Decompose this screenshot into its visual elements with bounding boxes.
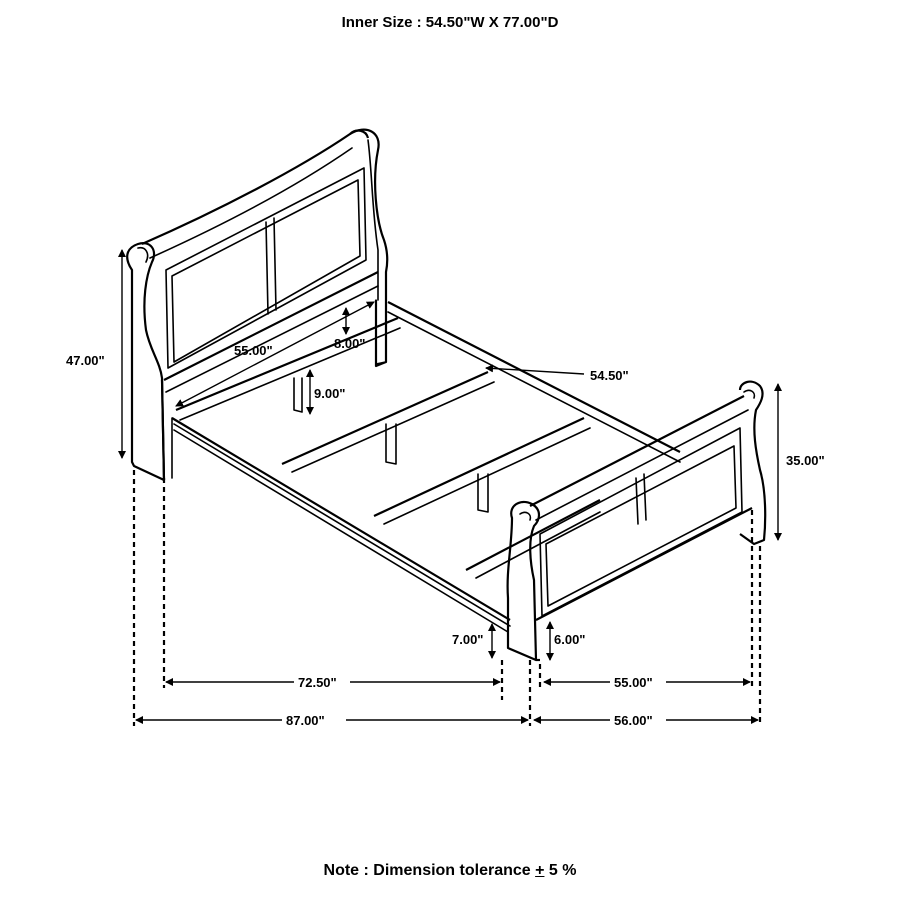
dim-slat-gap: 8.00" xyxy=(334,336,365,351)
note-plus-minus: + xyxy=(535,862,545,879)
note-prefix: Note : Dimension tolerance xyxy=(323,862,536,879)
dim-leg-height: 9.00" xyxy=(314,386,345,401)
bed-frame xyxy=(171,299,681,633)
dim-overall-length: 87.00" xyxy=(286,713,325,728)
footboard xyxy=(506,380,767,662)
dim-footboard-height: 35.00" xyxy=(786,453,825,468)
dim-rail-width: 54.50" xyxy=(590,368,629,383)
dim-rail-length: 72.50" xyxy=(298,675,337,690)
dim-overall-width: 56.00" xyxy=(614,713,653,728)
dim-headboard-inner-width: 55.00" xyxy=(234,343,273,358)
headboard xyxy=(126,128,389,482)
dim-footboard-clearance-left: 7.00" xyxy=(452,632,483,647)
tolerance-note: Note : Dimension tolerance + 5 % xyxy=(0,862,900,880)
dim-footboard-clearance-right: 6.00" xyxy=(554,632,585,647)
dim-footboard-inner-width: 55.00" xyxy=(614,675,653,690)
note-suffix: 5 % xyxy=(544,862,577,879)
dim-headboard-height: 47.00" xyxy=(66,353,105,368)
inner-size-title: Inner Size : 54.50"W X 77.00"D xyxy=(341,14,559,31)
